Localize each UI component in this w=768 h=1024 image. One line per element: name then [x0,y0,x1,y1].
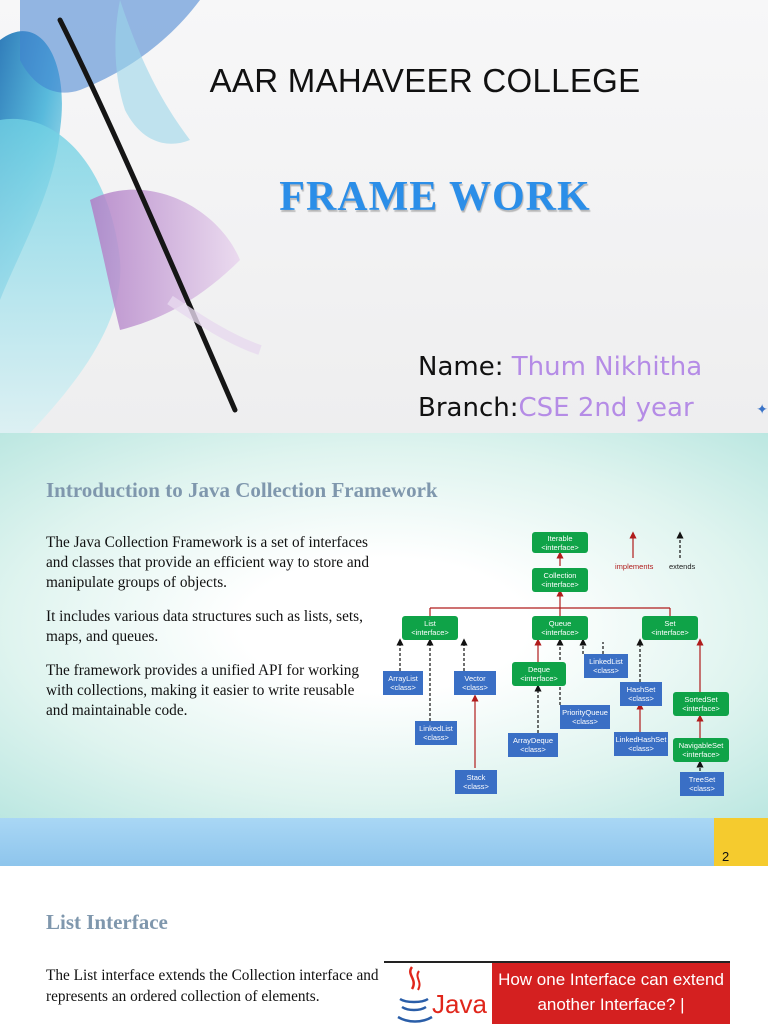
node-deque: Deque <interface> [512,662,566,686]
corner-star-icon: ✦ [756,402,768,418]
slide-footer-bar [0,818,714,866]
node-name: LinkedList [589,657,623,666]
node-collection: Collection <interface> [532,568,588,592]
node-name: Iterable [547,533,573,543]
node-name: Queue [548,619,572,628]
paragraph: The Java Collection Framework is a set o… [46,534,369,591]
name-value: Thum Nikhitha [503,352,703,382]
video-thumbnail[interactable]: Java How one Interface can extend anothe… [384,961,730,1024]
title-slide: AAR MAHAVEER COLLEGE FRAME WORK Name: Th… [0,0,768,433]
node-kind: <class> [628,694,654,703]
node-treeset: TreeSet <class> [680,772,724,796]
node-kind: <class> [423,733,449,742]
node-name: HashSet [626,685,656,694]
legend-extends: extends [669,562,696,571]
node-name: Collection [543,571,577,580]
node-name: Set [664,619,676,628]
node-kind: <class> [593,666,619,675]
node-name: ArrayDeque [512,736,554,745]
node-arraydeque: ArrayDeque <class> [508,733,558,757]
node-kind: <class> [390,683,416,692]
node-kind: <class> [520,745,546,754]
page-number: 2 [722,849,730,864]
node-linkedlist: LinkedList <class> [415,721,457,745]
node-kind: <interface> [541,542,579,552]
feather-artwork [0,0,262,433]
java-logo: Java [384,963,492,1024]
coffee-cup-icon [397,966,433,1023]
branch-value: CSE 2nd year [518,393,694,423]
node-kind: <class> [572,717,598,726]
node-kind: <class> [689,784,715,793]
java-wordmark: Java [432,989,487,1019]
college-name: AAR MAHAVEER COLLEGE [209,62,641,99]
node-name: Deque [527,665,551,674]
legend-implements: implements [615,562,654,571]
node-kind: <class> [462,683,488,692]
node-linkedlist: LinkedList <class> [584,654,628,678]
node-name: Vector [464,674,486,683]
node-priorityqueue: PriorityQueue <class> [560,705,610,729]
node-name: ArrayList [388,674,418,683]
node-kind: <interface> [541,580,579,589]
node-kind: <interface> [411,628,449,637]
list-interface-slide: List Interface The List interface extend… [0,866,768,1024]
intro-slide: Introduction to Java Collection Framewor… [0,433,768,818]
slide-heading: Introduction to Java Collection Framewor… [46,478,438,502]
node-navigableset: NavigableSet <interface> [673,738,729,762]
node-hashset: HashSet <class> [620,682,662,706]
intro-text: The Java Collection Framework is a set o… [46,533,376,735]
student-branch: Branch:CSE 2nd year [418,393,694,423]
collection-hierarchy-diagram: implements extends Iterable <interface> … [380,528,760,798]
node-kind: <interface> [520,674,558,683]
node-kind: <interface> [541,628,579,637]
student-name: Name: Thum Nikhitha [418,352,702,382]
paragraph: The framework provides a unified API for… [46,662,360,719]
node-sortedset: SortedSet <interface> [673,692,729,716]
node-name: TreeSet [688,775,716,784]
node-linkedhashset: LinkedHashSet <class> [614,732,668,756]
node-arraylist: ArrayList <class> [383,671,423,695]
node-stack: Stack <class> [455,770,497,794]
node-kind: <class> [463,782,489,791]
node-name: List [424,619,436,628]
slide-footer-accent [714,818,768,866]
name-label: Name: [418,352,504,382]
node-kind: <interface> [651,628,689,637]
node-name: SortedSet [684,695,718,704]
banner-line: How one Interface can extend [498,970,724,989]
node-name: Stack [466,773,486,782]
node-list: List <interface> [402,616,458,640]
node-kind: <interface> [682,704,720,713]
paragraph: It includes various data structures such… [46,608,363,645]
node-queue: Queue <interface> [532,616,588,640]
node-kind: <class> [628,744,654,753]
node-name: LinkedHashSet [615,735,667,744]
branch-label: Branch: [418,393,519,423]
slide-heading: List Interface [46,910,168,934]
node-set: Set <interface> [642,616,698,640]
slide-title: FRAME WORK [279,174,591,220]
diagram-connectors [396,531,704,796]
node-vector: Vector <class> [454,671,496,695]
node-name: PriorityQueue [562,708,608,717]
node-name: LinkedList [419,724,453,733]
thumbnail-banner: How one Interface can extend another Int… [492,963,730,1024]
list-interface-text: The List interface extends the Collectio… [46,967,379,1005]
banner-line: another Interface? | [537,995,685,1014]
node-name: NavigableSet [678,741,724,750]
node-iterable: Iterable <interface> [532,532,588,553]
node-kind: <interface> [682,750,720,759]
